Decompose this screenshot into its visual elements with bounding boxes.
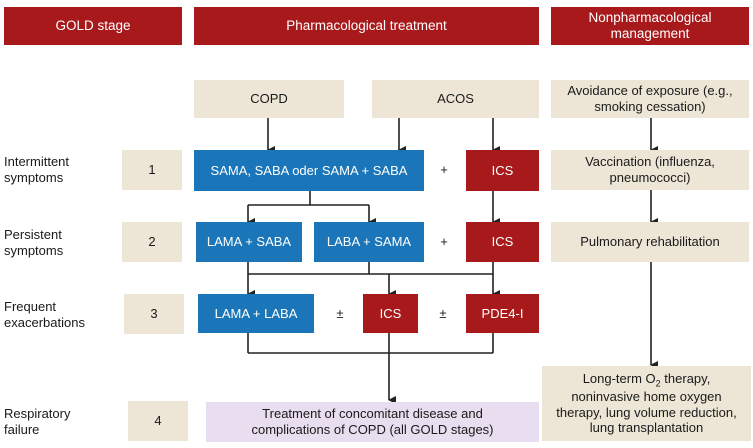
source-acos: ACOS <box>372 80 539 118</box>
treatment-ics-row2: ICS <box>466 222 539 262</box>
treatment-lama-laba: LAMA + LABA <box>198 294 314 333</box>
plus-minus-sign-2: ± <box>439 306 447 321</box>
row-label-respiratory: Respiratory failure <box>4 406 71 437</box>
stage-1: 1 <box>122 150 182 190</box>
stage-4: 4 <box>128 401 188 441</box>
plus-sign-row2: + <box>440 234 448 249</box>
row-label-frequent: Frequent exacerbations <box>4 299 85 330</box>
treatment-concomitant-disease: Treatment of concomitant disease and com… <box>206 402 539 442</box>
stage-2: 2 <box>122 222 182 262</box>
nonpharm-vaccination: Vaccination (influenza, pneumococci) <box>551 150 749 190</box>
plus-minus-sign-1: ± <box>336 306 344 321</box>
nonpharm-long-term-oxygen: Long-term O2 therapy, noninvasive home o… <box>542 366 751 441</box>
plus-sign-row1: + <box>440 162 448 177</box>
header-gold-stage: GOLD stage <box>4 7 182 45</box>
stage-3: 3 <box>124 294 184 334</box>
header-nonpharmacological-management: Nonpharmacological management <box>551 7 749 45</box>
header-pharmacological-treatment: Pharmacological treatment <box>194 7 539 45</box>
treatment-ics-row1: ICS <box>466 150 539 191</box>
source-copd: COPD <box>194 80 344 118</box>
treatment-lama-saba: LAMA + SABA <box>196 222 302 262</box>
nonpharm-pulmonary-rehabilitation: Pulmonary rehabilitation <box>551 222 749 262</box>
row-label-persistent: Persistent symptoms <box>4 227 64 258</box>
treatment-ics-row3: ICS <box>363 294 418 333</box>
nonpharm-avoidance: Avoidance of exposure (e.g., smoking ces… <box>551 80 749 118</box>
treatment-pde4-i: PDE4-I <box>466 294 539 333</box>
treatment-sama-saba: SAMA, SABA oder SAMA + SABA <box>194 150 424 191</box>
row-label-intermittent: Intermittent symptoms <box>4 154 70 185</box>
treatment-laba-sama: LABA + SAMA <box>314 222 424 262</box>
